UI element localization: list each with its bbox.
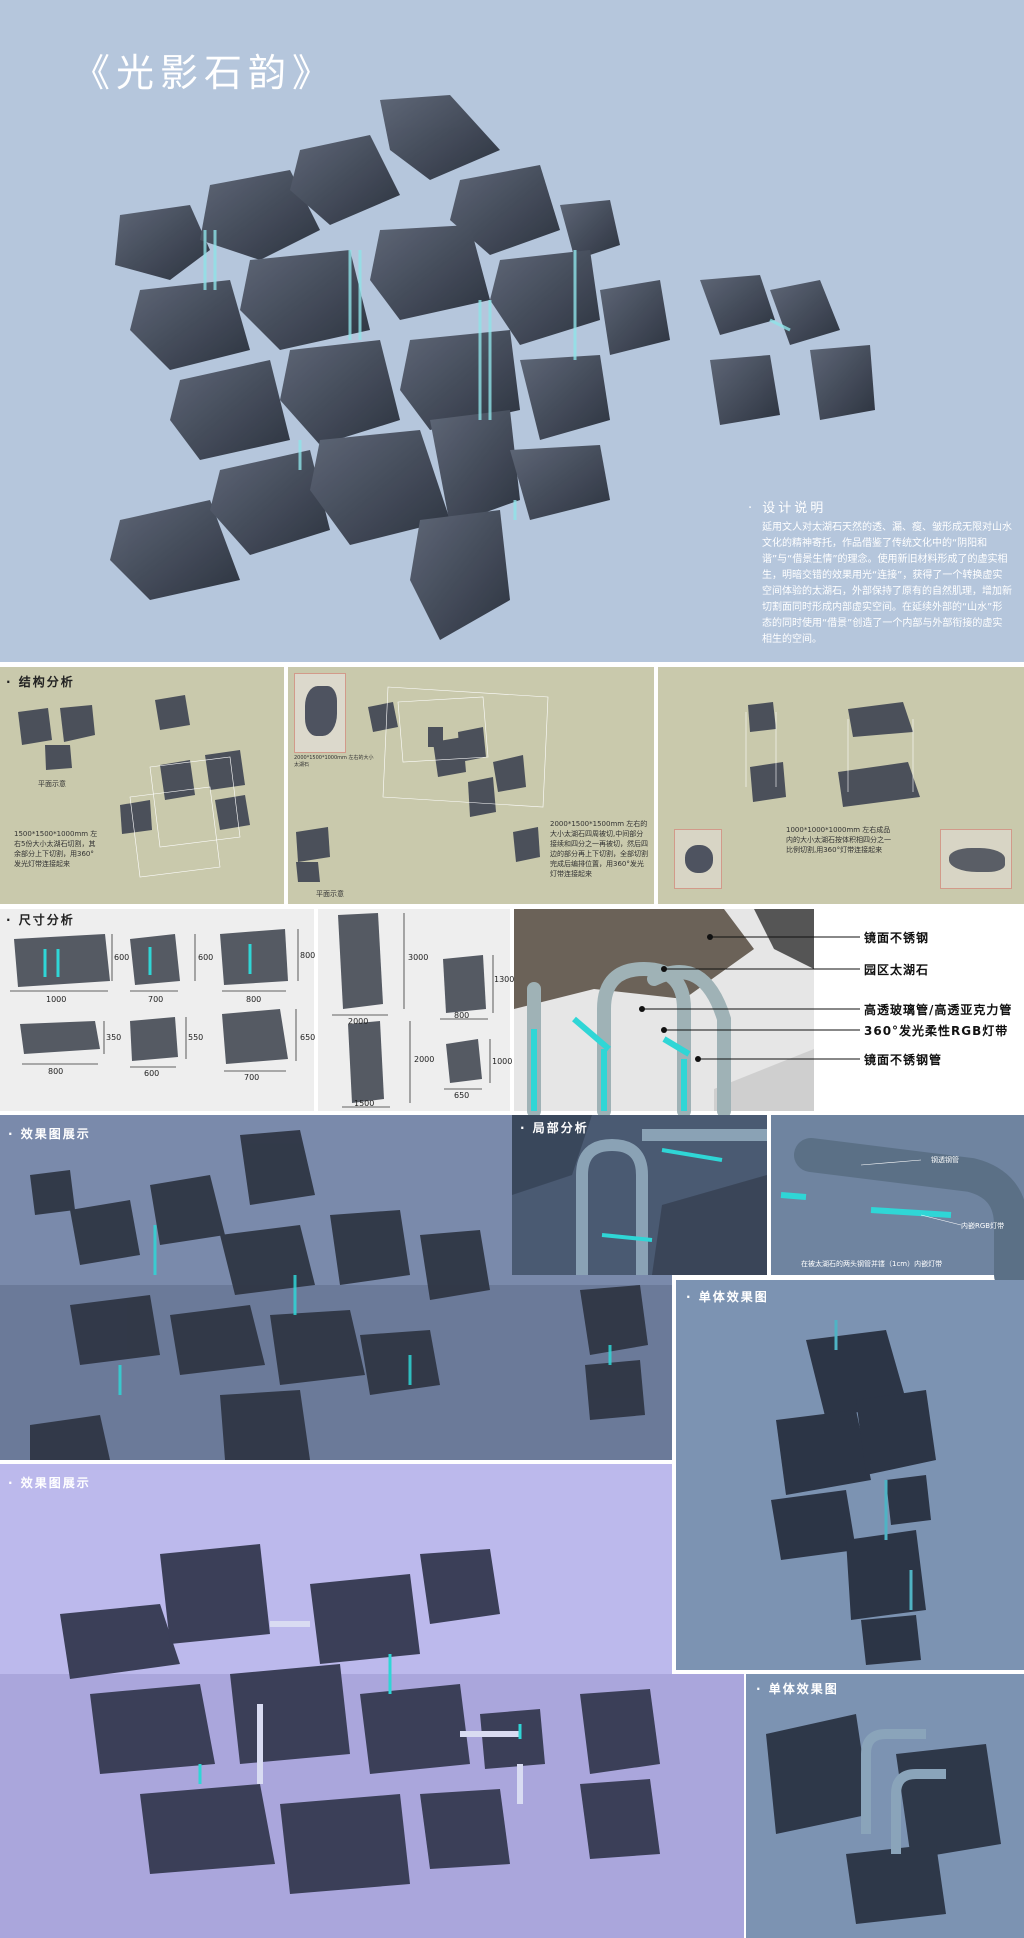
effect-panel-2: · 效果图展示: [0, 1464, 744, 1938]
dim-label: 550: [188, 1033, 204, 1042]
size-panel-right: 2000 3000 800 1300 1500 2000 650 1000: [318, 909, 514, 1111]
materials-panel: 镜面不锈钢 园区太湖石 高透玻璃管/高透亚克力管 360°发光柔性RGB灯带 镜…: [514, 909, 1024, 1118]
dim-label: 1300: [494, 975, 515, 984]
material-label-steel-tube: 镜面不锈钢管: [864, 1053, 943, 1067]
structure-plan-label-2: 平面示意: [316, 890, 344, 898]
material-label-mirror-steel: 镜面不锈钢: [864, 931, 930, 945]
single-panel-2: · 单体效果图: [746, 1674, 1024, 1938]
local-panel-1: · 局部分析: [512, 1115, 767, 1275]
material-label-taihu-stone: 园区太湖石: [864, 963, 930, 977]
dim-label: 800: [48, 1067, 64, 1076]
dim-label: 1000: [492, 1057, 513, 1066]
local-label-b: 内嵌RGB灯带: [961, 1222, 1005, 1230]
materials-closeup: [514, 909, 814, 1118]
dim-label: 650: [300, 1033, 316, 1042]
dim-label: 600: [144, 1069, 160, 1078]
structure-plan-label-1: 平面示意: [38, 780, 66, 788]
structure-panel-2: 2000*1500*1000mm 左右的大小太湖石 平面示意 2000*1500…: [288, 667, 654, 904]
materials-leader-lines: [639, 934, 860, 1062]
dim-label: 700: [244, 1073, 260, 1082]
size-heading: · 尺寸分析: [6, 913, 75, 927]
local-closeup-1: [512, 1115, 767, 1275]
size-rocks-left: [10, 929, 299, 1072]
structure-inset-caption: 2000*1500*1000mm 左右的大小太湖石: [294, 755, 374, 768]
design-description: 延用文人对太湖石天然的透、漏、瘦、皱形成无限对山水文化的精神寄托，作品借鉴了传统…: [762, 522, 1012, 645]
design-heading: · 设计说明: [748, 501, 827, 516]
hero-rock-sculpture: [110, 95, 875, 640]
structure-note-2: 2000*1500*1500mm 左右的大小太湖石四周被切,中间部分接续和四分之…: [550, 820, 648, 878]
dim-label: 800: [246, 995, 262, 1004]
single-panel-1: · 单体效果图: [676, 1280, 1024, 1670]
local-label-a: 钢透钢管: [931, 1156, 959, 1164]
dim-label: 1000: [46, 995, 67, 1004]
dim-label: 650: [454, 1091, 470, 1100]
hero-panel: 《光影石韵》: [0, 0, 1024, 662]
structure-note-1: 1500*1500*1000mm 左右5份大小太湖石切割，其余部分上下切割，用3…: [14, 830, 98, 868]
effect-rocks-2: [60, 1544, 660, 1894]
local-panel-2: 钢透钢管 内嵌RGB灯带 在被太湖石的两头钢管并镂（1cm）内嵌灯带: [771, 1115, 1024, 1292]
structure-heading: · 结构分析: [6, 675, 75, 689]
structure-inset-right: [940, 829, 1012, 889]
effect-panel-1: · 效果图展示: [0, 1115, 672, 1460]
dim-label: 600: [198, 953, 214, 962]
effect-heading-2: · 效果图展示: [8, 1476, 91, 1490]
dim-label: 350: [106, 1033, 122, 1042]
dim-label: 800: [454, 1011, 470, 1020]
local-closeup-2: [780, 1138, 1024, 1292]
dim-label: 3000: [408, 953, 429, 962]
single-heading-1: · 单体效果图: [686, 1290, 769, 1304]
structure-panel-1: · 结构分析 平面示意 1500*1500*1000mm 左右5份大小太湖石切割…: [0, 667, 284, 904]
structure-rocks-2: [296, 686, 549, 882]
size-rocks-right: [332, 913, 494, 1108]
poster-title: 《光影石韵》: [72, 51, 337, 95]
size-panel-left: · 尺寸分析 1000 600 700 600 800 800 800 350 …: [0, 909, 316, 1111]
effect-heading-1: · 效果图展示: [8, 1127, 91, 1141]
material-label-glass-tube: 高透玻璃管/高透亚克力管: [864, 1003, 1013, 1017]
local-caption: 在被太湖石的两头钢管并镂（1cm）内嵌灯带: [801, 1260, 943, 1268]
structure-rocks-1: [18, 695, 250, 878]
single-rock-1: [771, 1320, 936, 1665]
structure-note-3: 1000*1000*1000mm 左右成品内的大小太湖石按体积相四分之一比例切割…: [786, 826, 891, 854]
dim-label: 2000: [348, 1017, 369, 1026]
structure-inset-photo: [294, 673, 346, 753]
dim-label: 800: [300, 951, 316, 960]
single-rock-2: [766, 1714, 1001, 1924]
local-heading: · 局部分析: [520, 1121, 589, 1135]
dim-label: 1500: [354, 1099, 375, 1108]
structure-inset-left: [674, 829, 722, 889]
material-label-rgb-strip: 360°发光柔性RGB灯带: [864, 1024, 1009, 1038]
dim-label: 2000: [414, 1055, 435, 1064]
structure-panel-3: 1000*1000*1000mm 左右成品内的大小太湖石按体积相四分之一比例切割…: [658, 667, 1024, 904]
effect-rocks-1: [30, 1130, 648, 1460]
single-heading-2: · 单体效果图: [756, 1682, 839, 1696]
dim-label: 600: [114, 953, 130, 962]
structure-rocks-3: [745, 702, 920, 807]
dim-label: 700: [148, 995, 164, 1004]
